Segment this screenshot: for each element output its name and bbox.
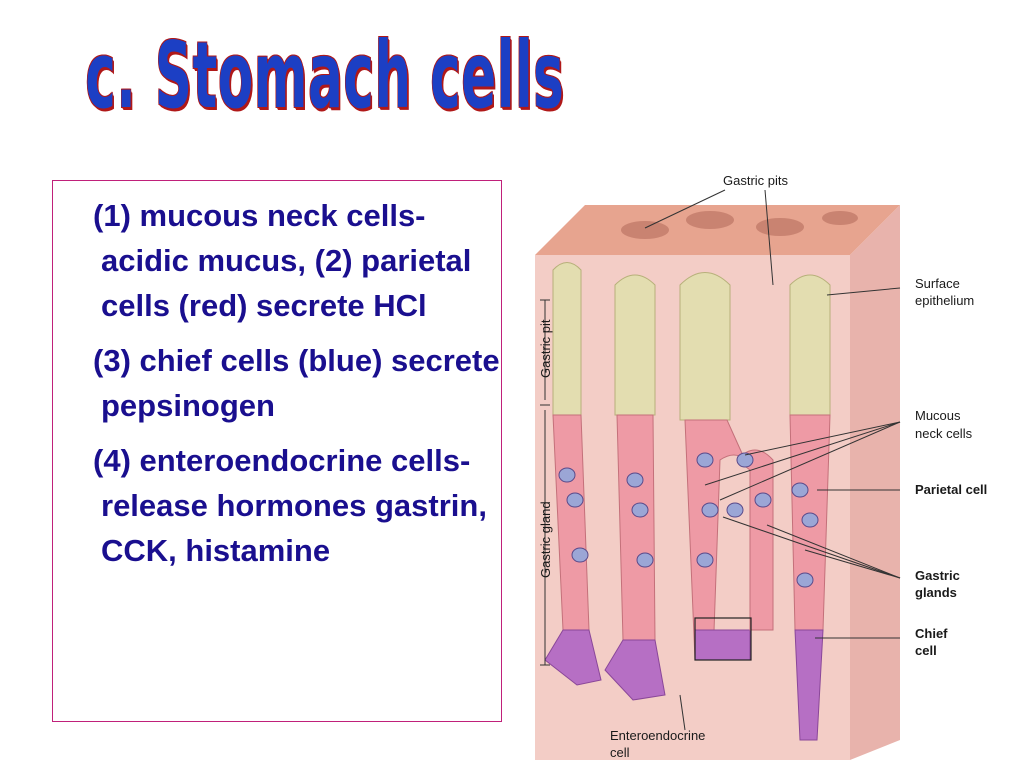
text-box: (1) mucous neck cells- acidic mucus, (2)… bbox=[52, 180, 502, 722]
gastric-pit-opening bbox=[686, 211, 734, 229]
slide-title: c. Stomach cells bbox=[0, 22, 650, 129]
label-mucous-neck-line2: neck cells bbox=[915, 426, 973, 441]
label-surface-epithelium-line2: epithelium bbox=[915, 293, 974, 308]
gastric-pit-opening bbox=[822, 211, 858, 225]
label-surface-epithelium-line1: Surface bbox=[915, 276, 960, 291]
label-gastric-glands-line2: glands bbox=[915, 585, 957, 600]
diagram-svg: Gastric pit Gastric gland Gastric pits S… bbox=[505, 160, 1024, 768]
label-enteroendocrine-line2: cell bbox=[610, 745, 630, 760]
bullet-item: (3) chief cells (blue) secrete pepsinoge… bbox=[53, 338, 501, 428]
gastric-pit-opening bbox=[756, 218, 804, 236]
gastric-pit-opening bbox=[621, 221, 669, 239]
label-enteroendocrine-line1: Enteroendocrine bbox=[610, 728, 705, 743]
bullet-item: (1) mucous neck cells- acidic mucus, (2)… bbox=[53, 193, 501, 328]
gastric-pit-side-label: Gastric pit bbox=[538, 319, 553, 378]
bullet-item: (4) enteroendocrine cells- release hormo… bbox=[53, 438, 501, 573]
stomach-cells-diagram: Gastric pit Gastric gland Gastric pits S… bbox=[505, 160, 1024, 768]
label-gastric-glands-line1: Gastric bbox=[915, 568, 960, 583]
label-mucous-neck-line1: Mucous bbox=[915, 408, 961, 423]
label-gastric-pits: Gastric pits bbox=[723, 173, 789, 188]
gastric-gland-side-label: Gastric gland bbox=[538, 501, 553, 578]
label-chief-line2: cell bbox=[915, 643, 937, 658]
label-parietal-cell: Parietal cell bbox=[915, 482, 987, 497]
label-chief-line1: Chief bbox=[915, 626, 948, 641]
bullet-list: (1) mucous neck cells- acidic mucus, (2)… bbox=[53, 181, 501, 573]
